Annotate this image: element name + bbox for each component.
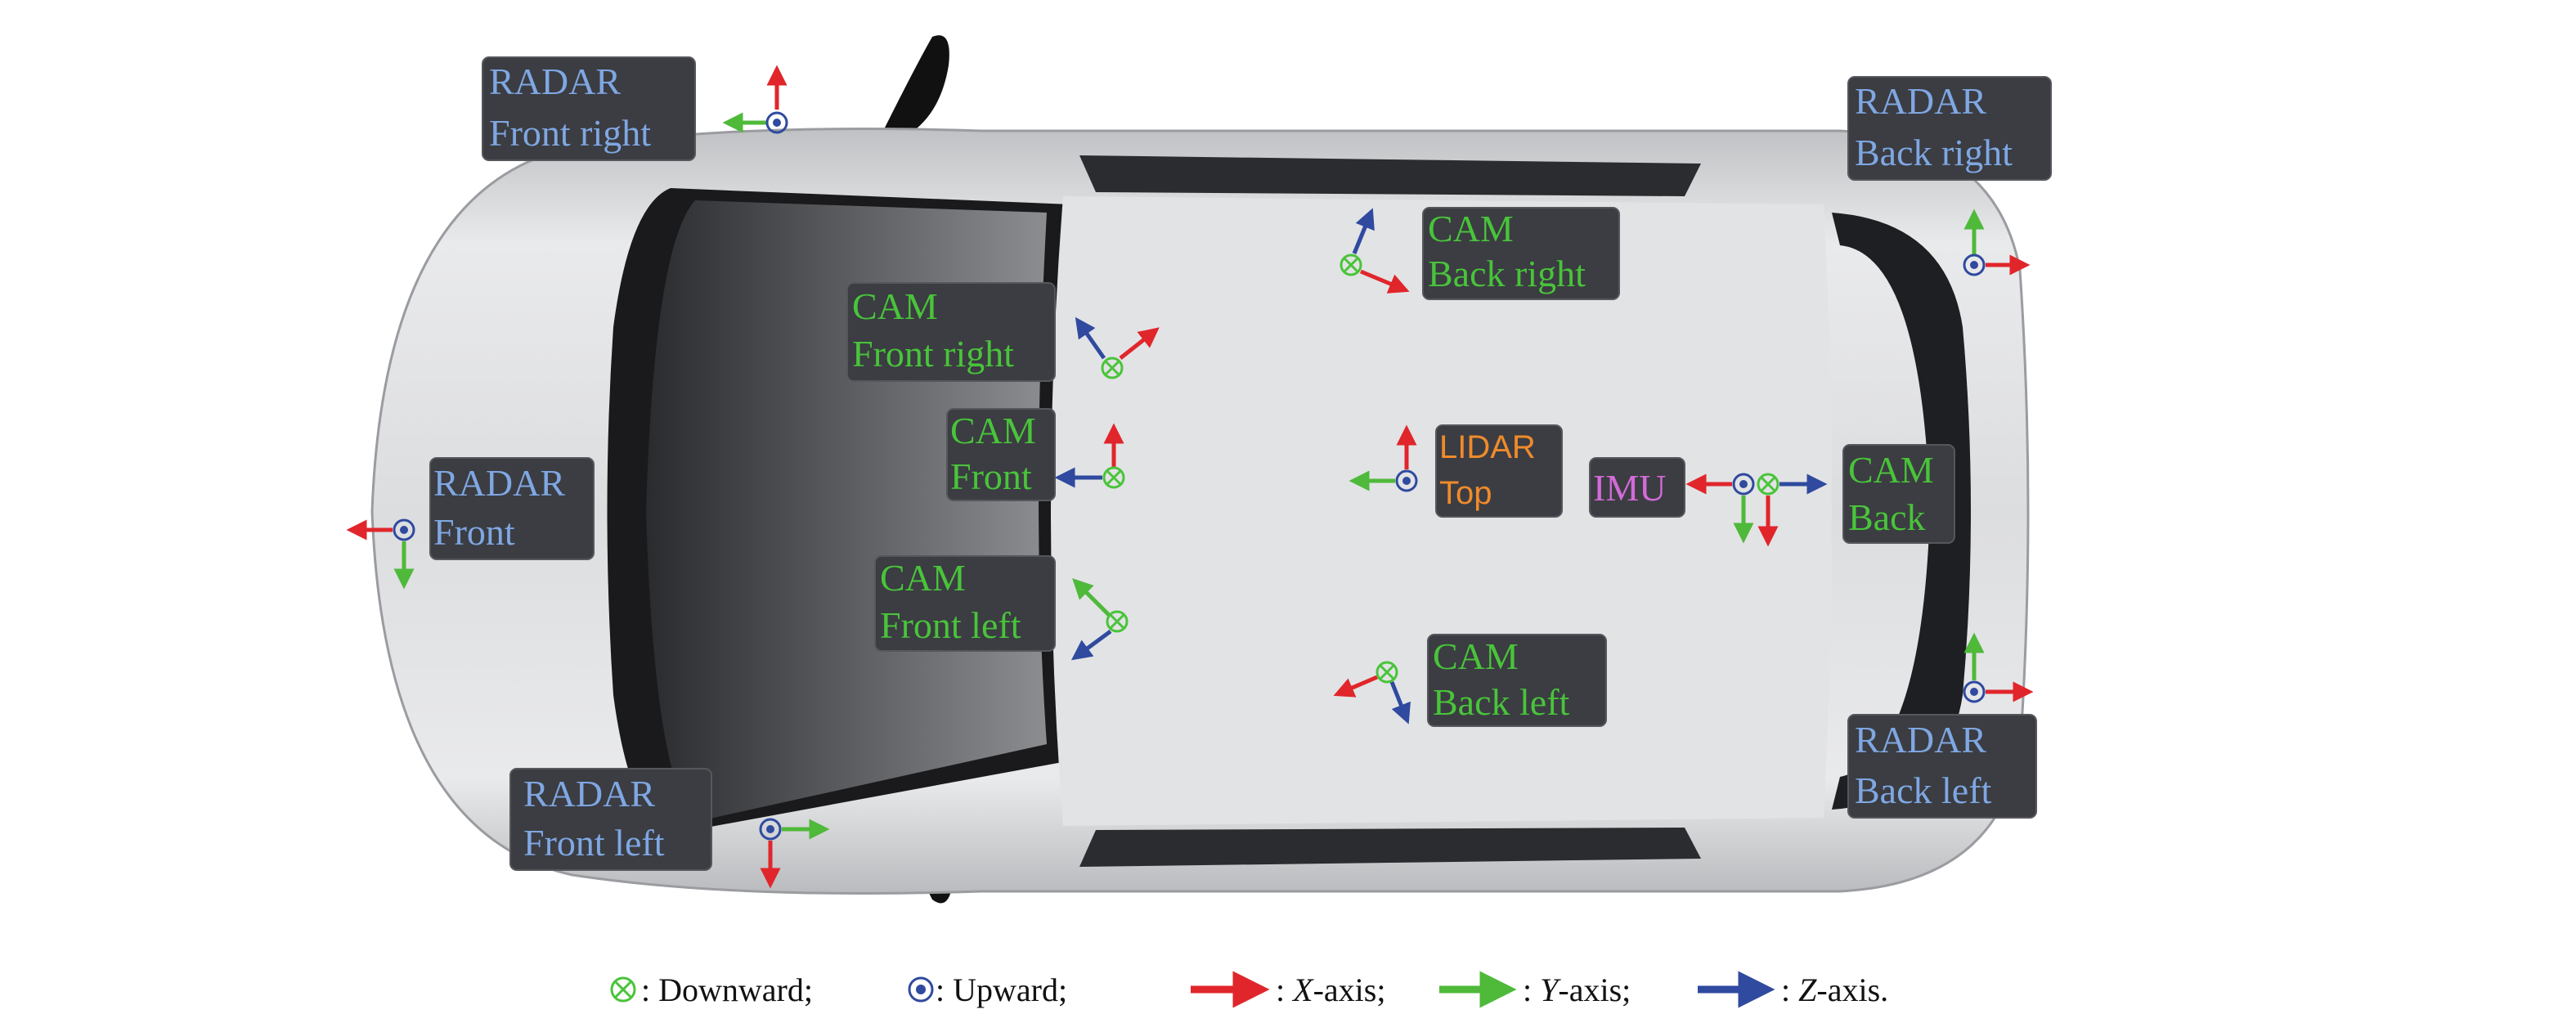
legend: : Downward; : Upward; : X-axis; : Y-axis…	[610, 971, 1888, 1008]
label-radar-back-right: RADAR Back right	[1847, 76, 2052, 181]
label-line: CAM	[1428, 208, 1514, 249]
frame-cam-back-right	[1340, 208, 1410, 294]
label-cam-back-right: CAM Back right	[1422, 207, 1620, 300]
label-line: RADAR	[1855, 719, 1986, 761]
label-radar-back-left: RADAR Back left	[1847, 714, 2037, 819]
frame-lidar-top	[1349, 424, 1418, 492]
frame-radar-front-left	[759, 818, 830, 889]
label-line: Back	[1848, 496, 1926, 538]
upward-icon	[1963, 680, 1986, 703]
label-radar-front: RADAR Front	[429, 457, 595, 560]
downward-icon	[1376, 661, 1398, 684]
upward-icon	[908, 976, 934, 1003]
label-line: Back left	[1433, 681, 1570, 723]
frame-cam-back-left	[1333, 661, 1411, 725]
legend-downward-label: : Downward;	[641, 971, 813, 1008]
legend-upward-label: : Upward;	[936, 971, 1067, 1008]
upward-icon	[1732, 473, 1755, 496]
y-axis-arrow	[1072, 578, 1111, 617]
right-mirror	[883, 35, 949, 135]
label-line: Back left	[1855, 769, 1992, 811]
z-axis-arrow	[1070, 629, 1112, 661]
frame-cam-front-left	[1070, 578, 1129, 661]
label-radar-front-right: RADAR Front right	[482, 56, 696, 161]
x-axis-arrow	[1360, 269, 1410, 294]
upward-icon	[759, 818, 782, 841]
left-side-windows	[1079, 828, 1701, 867]
label-cam-front: CAM Front	[946, 408, 1056, 501]
downward-icon	[1102, 466, 1125, 489]
label-line: RADAR	[1855, 80, 1986, 122]
z-axis-arrow	[1075, 316, 1106, 360]
downward-icon	[1101, 357, 1124, 379]
frame-cam-front-right	[1075, 316, 1160, 379]
x-axis-arrow	[1119, 327, 1160, 360]
label-line: Front	[950, 455, 1032, 497]
upward-icon	[1963, 254, 1986, 276]
label-line: Back right	[1855, 132, 2013, 173]
legend-y-label: : Y-axis;	[1523, 971, 1631, 1008]
label-lidar-top: LIDAR Top	[1435, 424, 1563, 518]
label-line: RADAR	[489, 61, 621, 102]
label-line: Back right	[1428, 253, 1586, 294]
upward-icon	[1395, 469, 1418, 492]
label-cam-back: CAM Back	[1842, 444, 1955, 544]
label-cam-front-left: CAM Front left	[874, 555, 1056, 652]
right-side-windows	[1079, 155, 1701, 196]
label-line: CAM	[1433, 635, 1519, 677]
label-line: Front right	[852, 333, 1014, 375]
label-line: RADAR	[433, 462, 565, 504]
downward-icon	[1106, 610, 1129, 633]
downward-icon	[610, 976, 636, 1003]
downward-icon	[1340, 254, 1362, 276]
label-line: CAM	[880, 557, 966, 599]
legend-z-label: : Z-axis.	[1781, 971, 1888, 1008]
upward-icon	[765, 111, 788, 134]
upward-icon	[393, 518, 415, 541]
z-axis-arrow	[1389, 681, 1411, 725]
z-axis-arrow	[1352, 208, 1375, 254]
label-radar-front-left: RADAR Front left	[509, 768, 712, 871]
label-line: CAM	[852, 285, 938, 327]
rear-window	[1832, 213, 1971, 810]
frame-radar-front-right	[722, 65, 788, 134]
label-line: Top	[1439, 475, 1492, 511]
label-line: Front left	[880, 604, 1021, 646]
label-cam-back-left: CAM Back left	[1427, 634, 1607, 727]
frame-radar-back-left	[1963, 632, 2034, 703]
frame-cam-front	[1054, 423, 1125, 489]
x-axis-arrow	[1333, 675, 1378, 698]
frame-radar-front	[346, 518, 415, 590]
label-line: IMU	[1593, 467, 1666, 509]
label-line: RADAR	[523, 773, 655, 814]
label-line: CAM	[1848, 449, 1934, 491]
label-line: CAM	[950, 410, 1036, 451]
label-line: Front right	[489, 112, 651, 154]
frame-radar-back-right	[1963, 209, 2031, 276]
frame-imu	[1685, 473, 1828, 547]
label-imu: IMU	[1589, 457, 1685, 518]
label-line: Front	[433, 511, 515, 553]
label-line: Front left	[523, 822, 665, 864]
label-cam-front-right: CAM Front right	[846, 282, 1056, 382]
downward-icon	[1757, 473, 1779, 496]
legend-x-label: : X-axis;	[1276, 971, 1385, 1008]
label-line: LIDAR	[1439, 429, 1536, 465]
